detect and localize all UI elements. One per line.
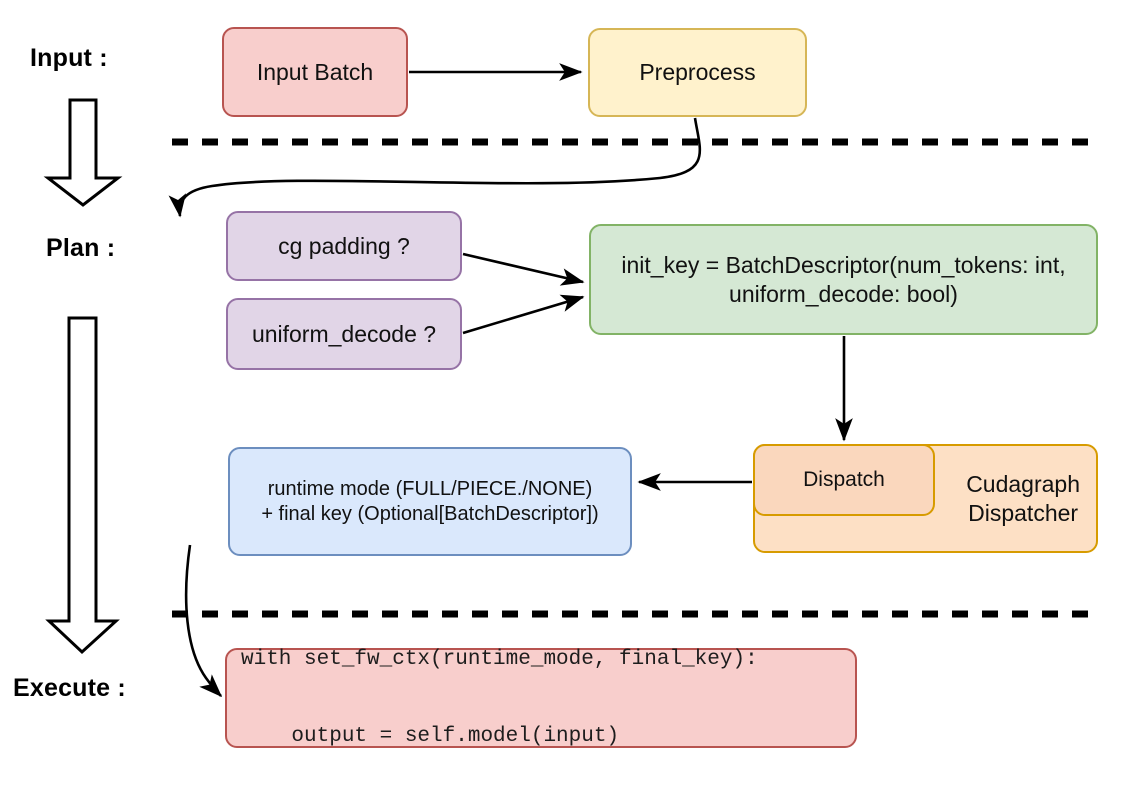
node-exec-code[interactable]: with set_fw_ctx(runtime_mode, final_key)… [225,648,857,748]
node-cg-padding[interactable]: cg padding ? [226,211,462,281]
node-init-key-line2: uniform_decode: bool) [729,280,958,307]
node-cg-padding-label: cg padding ? [278,232,410,259]
node-dispatch[interactable]: Dispatch [753,444,935,516]
node-init-key-line1: init_key = BatchDescriptor(num_tokens: i… [621,252,1066,279]
edge-runtime-mode-to-exec-code [184,544,223,698]
edge-preprocess-to-plan [168,117,702,218]
node-input-batch-label: Input Batch [256,58,374,85]
node-cudagraph-dispatcher-line1: Cudagraph [966,471,1080,498]
node-uniform-decode-label: uniform_decode ? [251,320,437,347]
node-dispatch-label: Dispatch [803,468,885,492]
node-exec-code-line2: output = self.model(input) [241,724,620,748]
stage-label-execute: Execute : [13,674,126,702]
edge-cg-padding-to-init-key [462,252,585,286]
node-exec-code-line1: with set_fw_ctx(runtime_mode, final_key)… [241,647,758,671]
node-uniform-decode[interactable]: uniform_decode ? [226,298,462,370]
node-preprocess-label: Preprocess [639,59,756,86]
stage-label-plan: Plan : [46,234,116,262]
stage-label-input: Input : [30,44,108,72]
edge-uniform-decode-to-init-key [462,294,585,335]
node-init-key[interactable]: init_key = BatchDescriptor(num_tokens: i… [589,224,1098,335]
node-input-batch[interactable]: Input Batch [222,27,408,117]
node-preprocess[interactable]: Preprocess [588,28,807,117]
node-runtime-mode[interactable]: runtime mode (FULL/PIECE./NONE) + final … [228,447,632,556]
node-cudagraph-dispatcher-line2: Dispatcher [968,499,1079,526]
stage-arrow-plan-to-execute [45,316,120,655]
node-runtime-mode-line1: runtime mode (FULL/PIECE./NONE) [267,478,593,501]
diagram-canvas: Input : Plan : Execute : Input Batch Pre… [13,27,1100,748]
node-runtime-mode-line2: + final key (Optional[BatchDescriptor]) [261,502,599,525]
stage-arrow-input-to-plan [43,98,123,207]
